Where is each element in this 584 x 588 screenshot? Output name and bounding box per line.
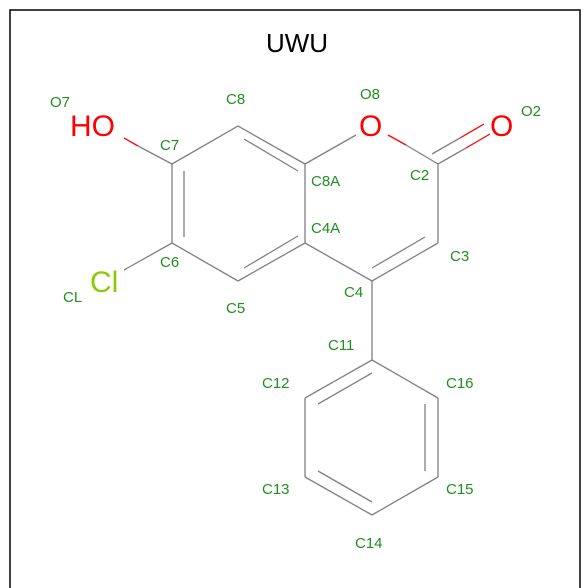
bond-c6-cl — [123, 242, 173, 271]
atom-label-c3: C3 — [450, 248, 469, 265]
chlorine-symbol: Cl — [90, 266, 118, 299]
bond-c14-c15 — [371, 476, 439, 516]
bond-c2-o2-a-red — [465, 133, 491, 149]
atom-label-o2: O2 — [521, 103, 541, 120]
atom-label-c16: C16 — [446, 375, 474, 392]
atom-label-c4: C4 — [344, 284, 363, 301]
bond-c8-c8a-inner — [243, 138, 299, 172]
atom-label-c8: C8 — [226, 91, 245, 108]
bond-c2-o2-b — [431, 137, 461, 155]
atom-label-c2: C2 — [410, 167, 429, 184]
atom-label-c15: C15 — [446, 481, 474, 498]
bond-c8-c8a — [237, 125, 306, 165]
ring-oxygen-symbol: O — [359, 110, 382, 143]
atom-label-c7: C7 — [160, 137, 179, 154]
bond-c6-c5 — [171, 242, 239, 282]
bond-c16-c11 — [371, 359, 439, 399]
molecule-title: UWU — [266, 28, 328, 58]
atom-label-c4a: C4A — [311, 220, 340, 237]
bond-c5-c4a — [237, 242, 306, 282]
atom-label-c6: C6 — [160, 254, 179, 271]
bond-c8-c7 — [171, 125, 239, 165]
hydroxyl-symbol: HO — [70, 110, 115, 143]
bond-c8a-o8 — [304, 134, 357, 165]
atom-label-c8a: C8A — [311, 173, 340, 190]
carbonyl-oxygen-symbol: O — [490, 110, 513, 143]
atom-label-c13: C13 — [262, 481, 290, 498]
bond-c3-c4 — [371, 242, 439, 282]
bond-c3-c4-inner — [371, 236, 426, 269]
bond-c4-c4a — [304, 242, 373, 282]
atom-label-o8: O8 — [360, 86, 380, 103]
bond-c13-c14 — [304, 476, 373, 516]
bond-c2-o2-b-red — [459, 123, 485, 139]
atom-label-c12: C12 — [262, 375, 290, 392]
frame-border — [9, 9, 581, 588]
bond-o7-c7 — [137, 145, 173, 165]
bond-c5-c4a-inner — [243, 235, 299, 269]
atom-label-c11: C11 — [328, 337, 354, 354]
bond-c11-c12-inner — [317, 372, 373, 405]
atom-label-c14: C14 — [355, 535, 383, 552]
bond-o8-c2 — [405, 144, 439, 165]
atom-label-c5: C5 — [226, 300, 245, 317]
atom-label-o7: O7 — [50, 94, 70, 111]
bond-set — [123, 123, 491, 516]
bond-o8-c2-red — [387, 134, 407, 146]
bond-c13-c14-inner — [317, 470, 373, 503]
bond-o7-c7-red — [123, 137, 139, 147]
atom-label-cl: CL — [63, 289, 82, 306]
bond-c11-c12 — [304, 359, 373, 399]
bond-c2-o2-a — [437, 147, 467, 165]
